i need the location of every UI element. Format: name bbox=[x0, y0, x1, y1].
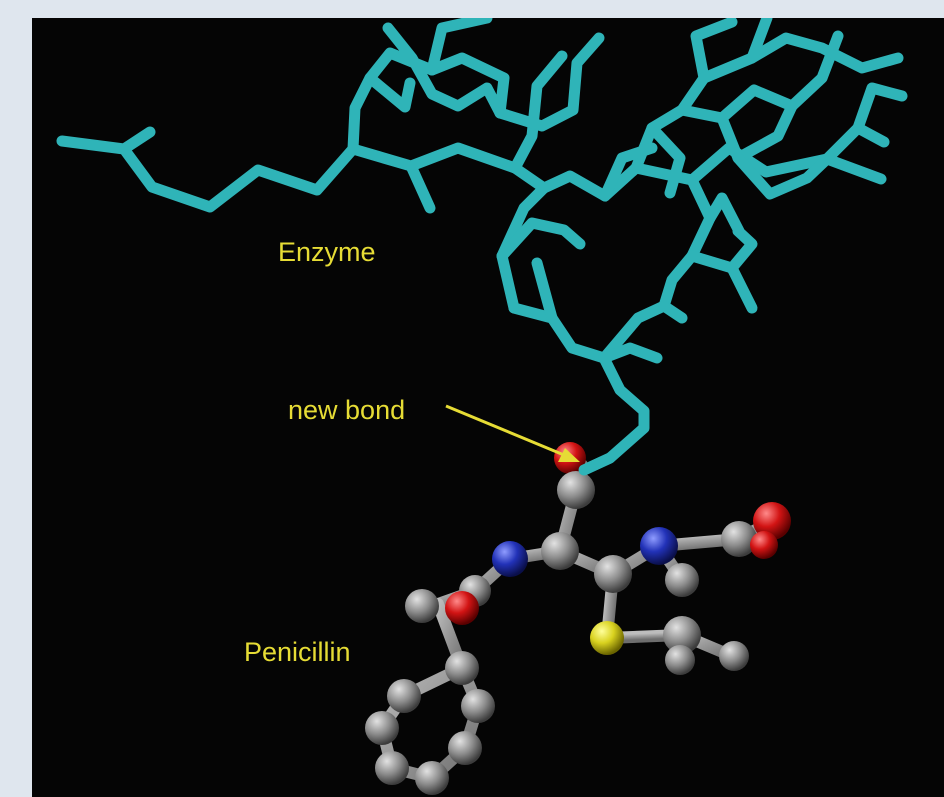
enzyme-structure bbox=[56, 18, 908, 476]
new-bond-arrow bbox=[445, 404, 580, 462]
molecule-figure: Enzyme new bond Penicillin bbox=[32, 18, 944, 797]
new-bond-label: new bond bbox=[288, 395, 406, 425]
molecule-scene bbox=[56, 18, 908, 795]
penicillin-molecule bbox=[365, 442, 791, 795]
penicillin-label: Penicillin bbox=[244, 637, 351, 667]
enzyme-label: Enzyme bbox=[278, 237, 376, 267]
